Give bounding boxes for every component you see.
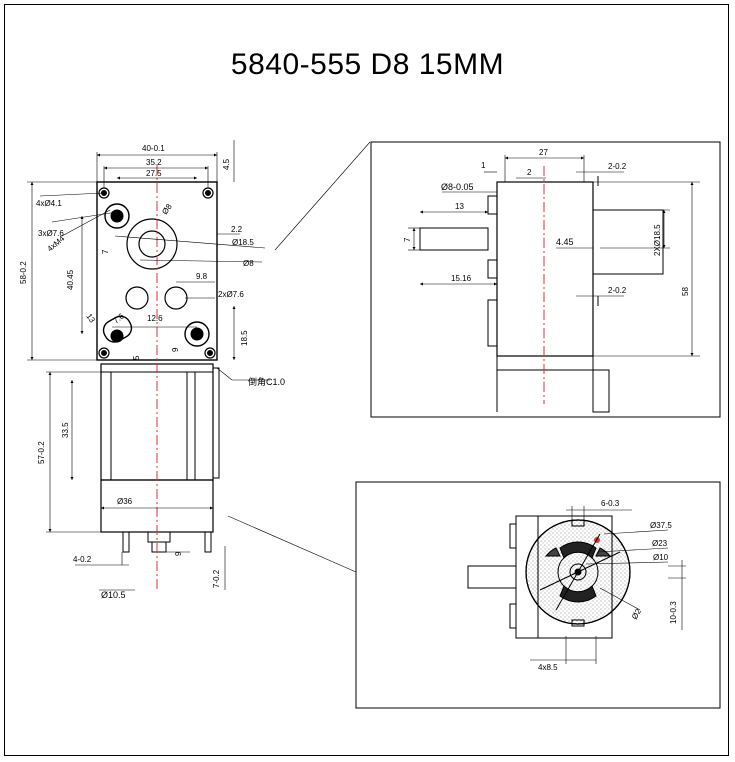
- end-dim-h10: 10-0.3: [669, 601, 678, 624]
- leader-end: [227, 515, 357, 573]
- dim-term: 4-0.2: [73, 555, 92, 564]
- dim-v4045: 40.45: [66, 269, 75, 290]
- dim-shaft-d2: Ø8: [243, 259, 254, 268]
- side-dim-shaft: Ø8-0.05: [441, 182, 474, 192]
- dim-shaft-d: Ø8: [160, 202, 174, 216]
- dim-v98: 9.8: [196, 272, 208, 281]
- dim-v9-lower: 9: [174, 551, 183, 556]
- dim-v7-lower: 7-0.2: [212, 569, 221, 588]
- end-dim-d23: Ø23: [652, 539, 668, 548]
- front-view: [96, 181, 220, 553]
- side-dim-w27: 27: [539, 148, 548, 157]
- dim-v7: 7: [101, 249, 110, 254]
- m4-hole: [104, 203, 130, 229]
- dim-holes-2: 2xØ7.6: [218, 290, 244, 299]
- side-dim-l1516: 15.16: [451, 274, 472, 283]
- side-dim-v7: 7: [403, 237, 412, 242]
- end-dimensions: [530, 506, 686, 664]
- dim-v185: 18.5: [240, 330, 249, 346]
- end-dim-w6: 6-0.3: [601, 499, 620, 508]
- dim-v13: 13: [84, 312, 97, 325]
- mount-holes: [98, 187, 216, 359]
- end-dim-d375: Ø37.5: [650, 521, 672, 530]
- output-shaft: [138, 230, 166, 258]
- side-dim-l13: 13: [455, 202, 464, 211]
- m4-slot: [102, 315, 133, 343]
- dim-v58: 58-0.2: [19, 261, 28, 284]
- side-dim-t1: 2-0.2: [608, 162, 627, 171]
- dim-top-offset: 4.5: [222, 158, 231, 170]
- dim-mount-holes: 4xØ4.1: [36, 199, 62, 208]
- dim-chamfer: 倒角C1.0: [248, 376, 285, 387]
- dim-v126: 12.6: [147, 314, 163, 323]
- dim-body: 33.5: [61, 422, 70, 438]
- side-labels: 27 1 2 2-0.2 Ø8-0.05 13 7 4.45 2XØ18.5 1…: [403, 148, 690, 296]
- dim-inner-spacing: 27.5: [146, 169, 162, 178]
- side-dim-boss: 2XØ18.5: [653, 224, 662, 256]
- dim-width-total: 40-0.1: [142, 144, 165, 153]
- end-view: [467, 515, 631, 639]
- dim-len: 57-0.2: [37, 441, 46, 464]
- dim-v9: 9: [171, 347, 180, 352]
- dim-hole-spacing: 35.2: [146, 158, 162, 167]
- dim-v76: 7.6: [112, 311, 127, 325]
- side-dim-v445: 4.45: [556, 237, 574, 247]
- m4-hole: [184, 321, 210, 347]
- dim-holes-3: 3xØ7.6: [38, 229, 64, 238]
- side-dim-v2: 2: [527, 168, 532, 177]
- side-dim-v1: 1: [481, 161, 486, 170]
- drawing-title: 5840-555 D8 15MM: [230, 48, 505, 81]
- dim-v5: 5: [132, 355, 141, 360]
- side-view-frame: [370, 141, 721, 418]
- dim-edge: 2.2: [231, 225, 243, 234]
- end-dim-b48: 4x8.5: [538, 663, 558, 672]
- end-dim-d10: Ø10: [653, 553, 669, 562]
- dim-boss-d: Ø18.5: [232, 238, 254, 247]
- front-dimensions: [27, 140, 270, 591]
- dim-boss-lower: Ø10.5: [101, 590, 126, 600]
- sheet-border: [4, 4, 729, 756]
- dim-dia: Ø36: [117, 497, 133, 506]
- leader-side: [274, 141, 371, 251]
- side-dim-h58: 58: [681, 287, 690, 296]
- output-boss: [126, 218, 178, 270]
- side-dim-t2: 2-0.2: [608, 286, 627, 295]
- side-dimensions: [408, 155, 700, 357]
